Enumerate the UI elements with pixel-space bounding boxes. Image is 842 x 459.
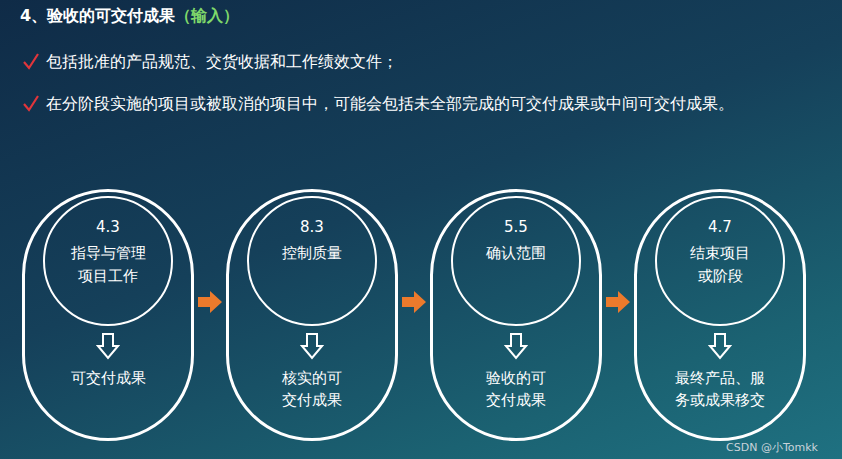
down-arrow-shape: [506, 334, 526, 358]
down-arrow: [708, 332, 732, 360]
down-arrow: [96, 332, 120, 360]
process-circle: 8.3 控制质量: [247, 196, 377, 326]
output-text: 可交付成果: [63, 368, 153, 390]
down-arrow-shape: [710, 334, 730, 358]
process-pill: 可交付成果 4.3 指导与管理项目工作: [22, 189, 194, 441]
process-pill: 核实的可交付成果 8.3 控制质量: [226, 189, 398, 441]
bullet-text: 在分阶段实施的项目或被取消的项目中，可能会包括未全部完成的可交付成果或中间可交付…: [46, 94, 734, 115]
process-circle: 4.7 结束项目或阶段: [655, 196, 785, 326]
down-arrow: [504, 332, 528, 360]
title-note: （输入）: [175, 6, 239, 25]
check-mark: [24, 96, 38, 110]
process-name: 确认范围: [477, 242, 555, 265]
watermark: CSDN @小Tomkk: [726, 440, 818, 455]
process-circle: 4.3 指导与管理项目工作: [43, 196, 173, 326]
process-pill: 验收的可交付成果 5.5 确认范围: [430, 189, 602, 441]
process-name: 指导与管理项目工作: [69, 242, 147, 289]
bullet-text: 包括批准的产品规范、交货收据和工作绩效文件；: [46, 52, 398, 73]
flow-arrow: [606, 291, 630, 313]
title-row: 4、验收的可交付成果（输入）: [20, 6, 239, 27]
output-text: 核实的可交付成果: [281, 368, 343, 412]
process-name: 控制质量: [273, 242, 351, 265]
process-number: 4.7: [708, 218, 732, 236]
process-pill: 最终产品、服务或成果移交 4.7 结束项目或阶段: [634, 189, 806, 441]
check-mark: [24, 54, 38, 68]
flow-arrow: [198, 291, 222, 313]
output-text: 验收的可交付成果: [485, 368, 547, 412]
down-arrow: [300, 332, 324, 360]
process-number: 8.3: [300, 218, 324, 236]
down-arrow-shape: [302, 334, 322, 358]
output-text: 最终产品、服务或成果移交: [674, 368, 766, 412]
process-circle: 5.5 确认范围: [451, 196, 581, 326]
process-number: 4.3: [96, 218, 120, 236]
title: 4、验收的可交付成果: [20, 6, 175, 25]
process-name: 结束项目或阶段: [689, 242, 751, 289]
flow-arrow: [402, 291, 426, 313]
down-arrow-shape: [98, 334, 118, 358]
process-number: 5.5: [504, 218, 528, 236]
